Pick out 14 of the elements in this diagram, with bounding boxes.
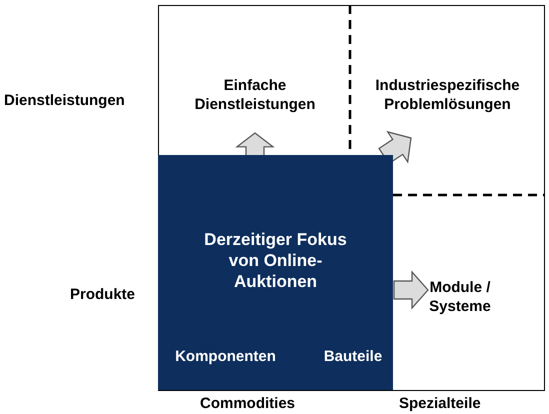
axis-label: Produkte bbox=[70, 286, 136, 303]
axis-label: Spezialteile bbox=[399, 395, 481, 412]
block-arrow bbox=[378, 130, 412, 164]
block-arrow bbox=[235, 132, 275, 157]
focus-box bbox=[158, 155, 393, 390]
cell-label: Komponenten bbox=[174, 347, 277, 366]
block-arrow bbox=[393, 270, 429, 310]
cell-label: Bauteile bbox=[322, 347, 384, 366]
cell-label: Einfache Dienstleistungen bbox=[194, 76, 316, 114]
focus-title: Derzeitiger Fokus von Online-Auktionen bbox=[203, 229, 348, 292]
cell-label: Industriespezifische Problemlösungen bbox=[374, 76, 521, 114]
axis-label: Commodities bbox=[200, 395, 296, 412]
cell-label: Module / Systeme bbox=[428, 278, 492, 316]
axis-label: Dienstleistungen bbox=[4, 92, 125, 109]
